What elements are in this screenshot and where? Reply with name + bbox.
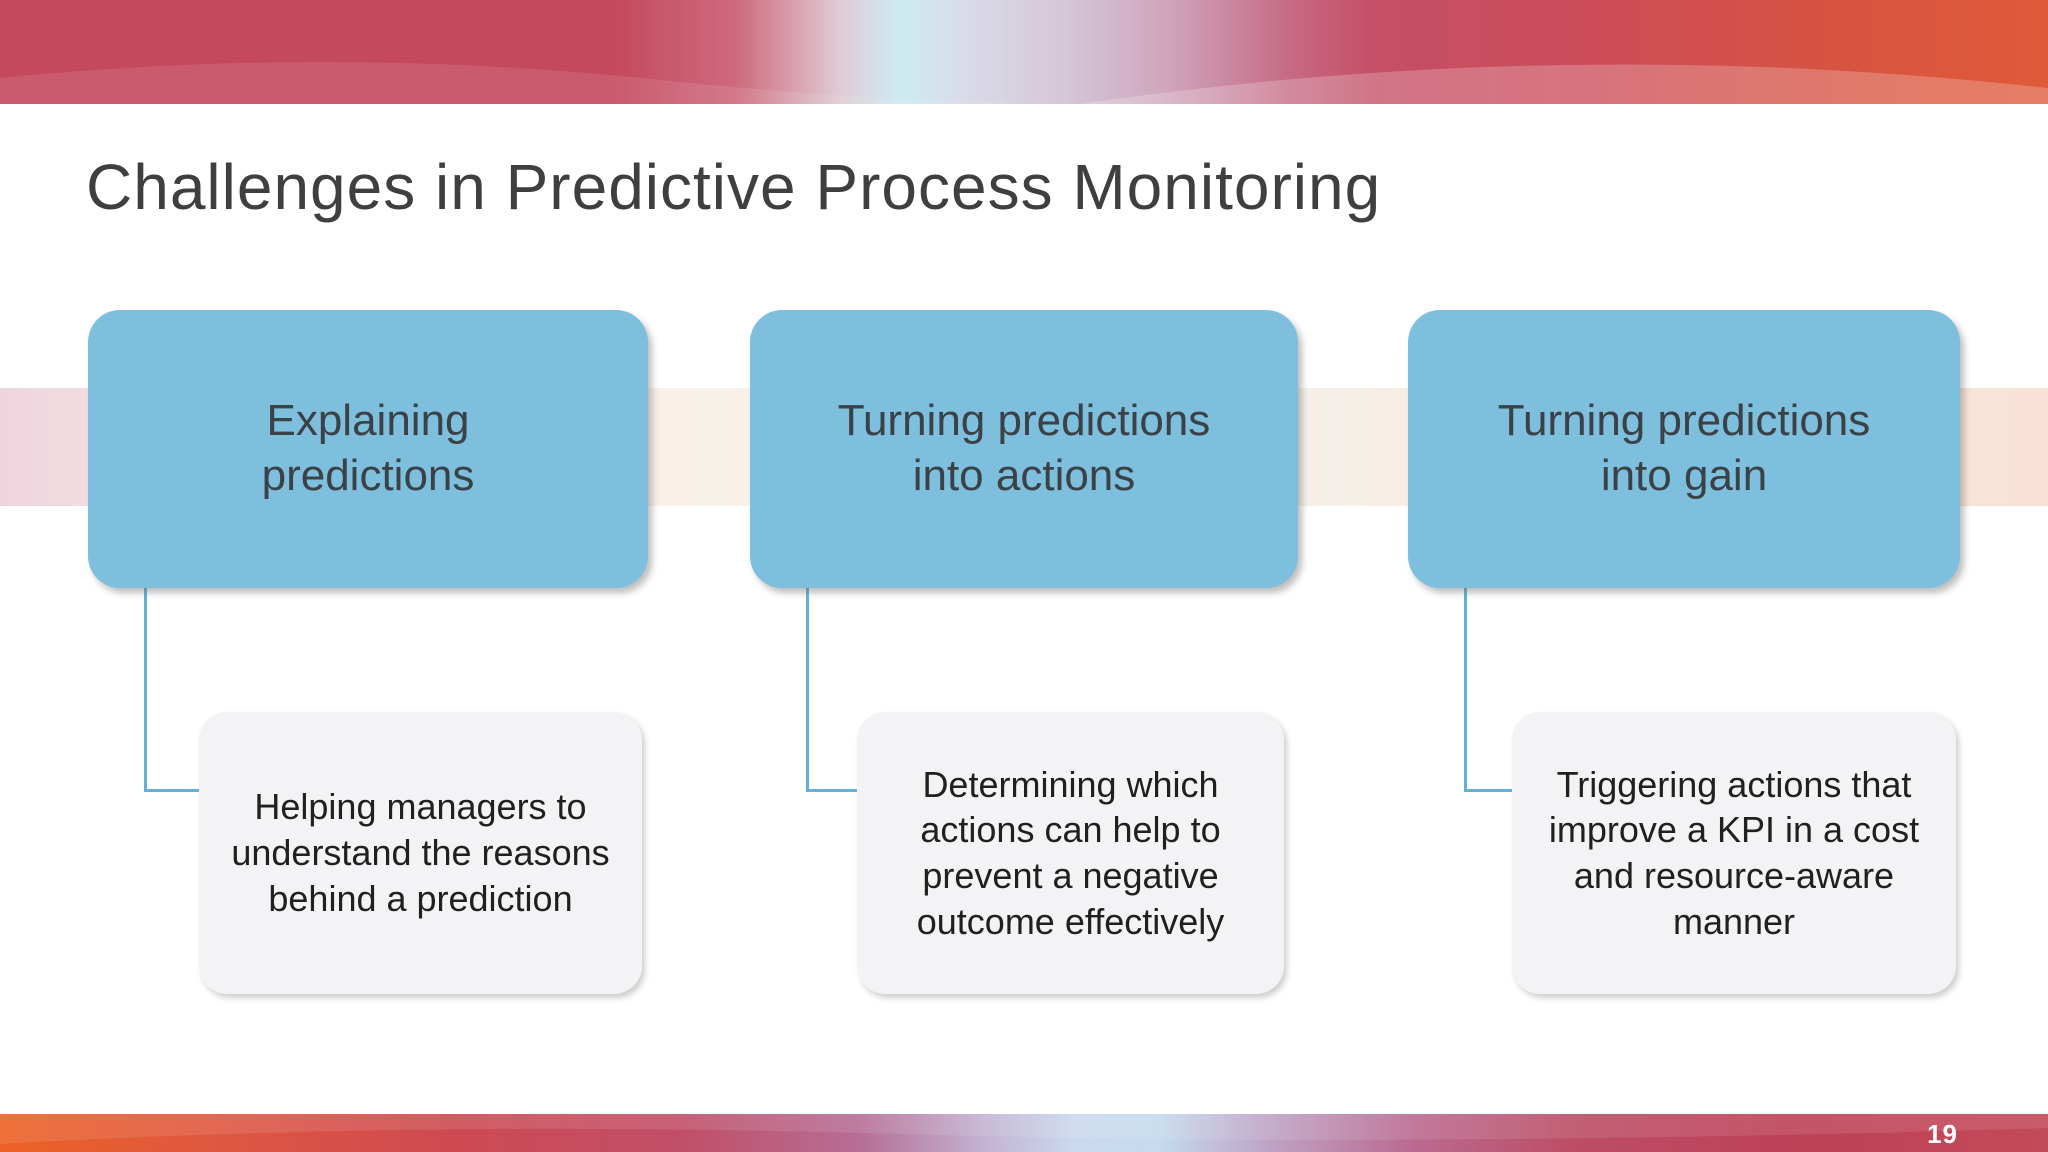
challenge-box-explaining-predictions: Explaining predictions [88,310,648,588]
connector-line-vertical [1464,588,1467,792]
connector-line-horizontal [806,789,859,792]
detail-box-label: Determining which actions can help to pr… [916,763,1225,942]
challenge-box-predictions-into-gain: Turning predictions into gain [1408,310,1960,588]
detail-box-label: Helping managers to understand the reaso… [231,786,610,919]
connector-line-vertical [806,588,809,792]
detail-box-explaining-predictions: Helping managers to understand the reaso… [199,712,642,994]
connector-line-horizontal [1464,789,1513,792]
detail-box-predictions-into-gain: Triggering actions that improve a KPI in… [1512,712,1956,994]
challenge-box-label: Turning predictions into gain [1497,396,1871,500]
challenge-box-label: Explaining predictions [261,396,475,500]
challenge-box-predictions-into-actions: Turning predictions into actions [750,310,1298,588]
bottom-decoration-band [0,1114,2048,1152]
slide-title: Challenges in Predictive Process Monitor… [86,151,1382,223]
detail-box-label: Triggering actions that improve a KPI in… [1548,763,1920,942]
detail-box-predictions-into-actions: Determining which actions can help to pr… [857,712,1284,994]
top-decoration-band [0,0,2048,104]
page-number: 19 [1927,1119,1958,1149]
challenge-box-label: Turning predictions into actions [837,396,1211,500]
connector-line-vertical [144,588,147,792]
connector-line-horizontal [144,789,201,792]
